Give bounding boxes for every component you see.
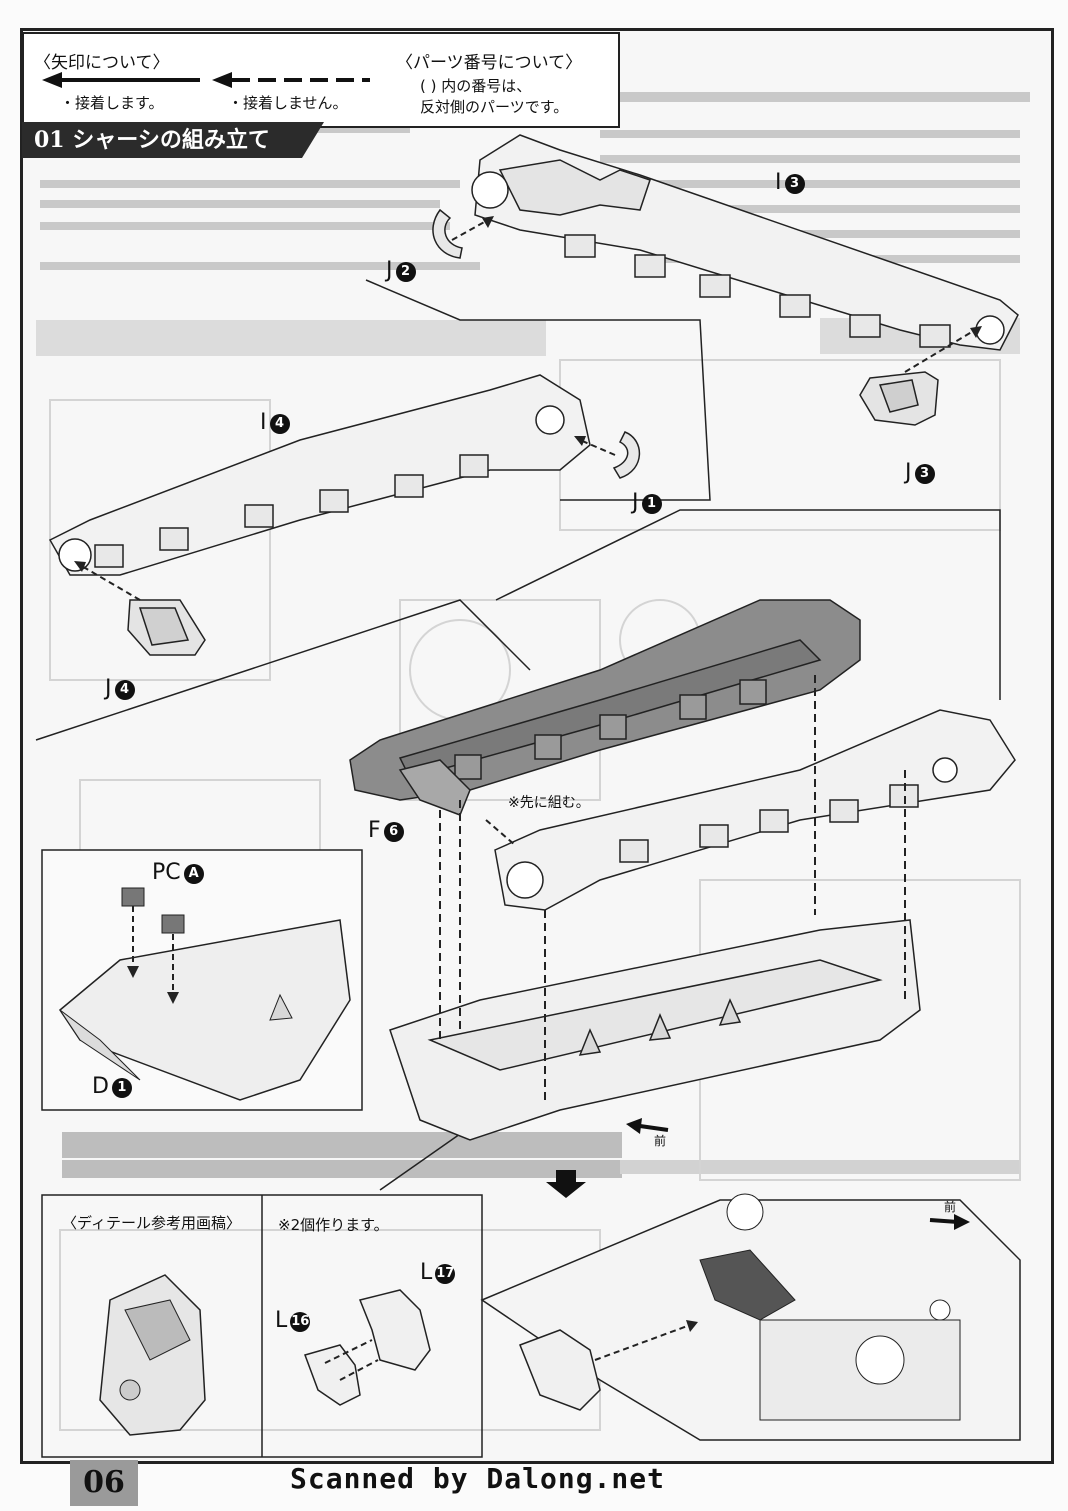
dark-frame-assembly — [349, 599, 861, 816]
section-title-text: シャーシの組み立て — [72, 127, 270, 153]
assemble-first-note: ※先に組む。 — [508, 795, 590, 811]
parts-legend-heading: 〈パーツ番号について〉 — [396, 53, 583, 73]
part-j3 — [859, 371, 939, 426]
glue-arrow-icon — [42, 72, 200, 88]
frame-part-i3 — [471, 134, 1019, 351]
arrow-legend-heading: 〈矢印について〉 — [34, 53, 170, 73]
no-glue-legend-text: ・接着しません。 — [228, 94, 348, 112]
inset-panel-pc — [41, 849, 363, 1111]
page-number: 06 — [70, 1460, 138, 1506]
glue-legend-text: ・接着します。 — [60, 94, 164, 112]
no-glue-arrow-icon — [212, 72, 370, 88]
front-label-1: 前 — [654, 1134, 667, 1148]
frame-part-i4 — [48, 374, 591, 576]
front-label-2: 前 — [944, 1200, 957, 1214]
scan-credit: Scanned by Dalong.net — [290, 1462, 666, 1495]
detail-reference-heading: 〈ディテール参考用画稿〉 — [62, 1214, 241, 1232]
part-j1 — [612, 431, 641, 479]
part-j4 — [127, 599, 206, 656]
light-frame-assembly — [494, 709, 1016, 911]
detail-panel — [41, 1193, 1021, 1458]
section-number: 01 — [34, 127, 65, 153]
parts-legend-text-2: 反対側のパーツです。 — [420, 98, 569, 116]
make-two-note: ※2個作ります。 — [278, 1216, 389, 1234]
next-step-arrow-icon — [546, 1170, 586, 1198]
front-direction-arrow-icon — [929, 1214, 970, 1230]
parts-legend-text-1: ( ) 内の番号は、 — [420, 77, 532, 95]
section-title: 01 シャーシの組み立て — [22, 122, 324, 158]
chassis-tub-part-d1 — [389, 919, 921, 1141]
part-j2 — [432, 208, 463, 259]
front-direction-arrow-icon — [626, 1118, 669, 1134]
